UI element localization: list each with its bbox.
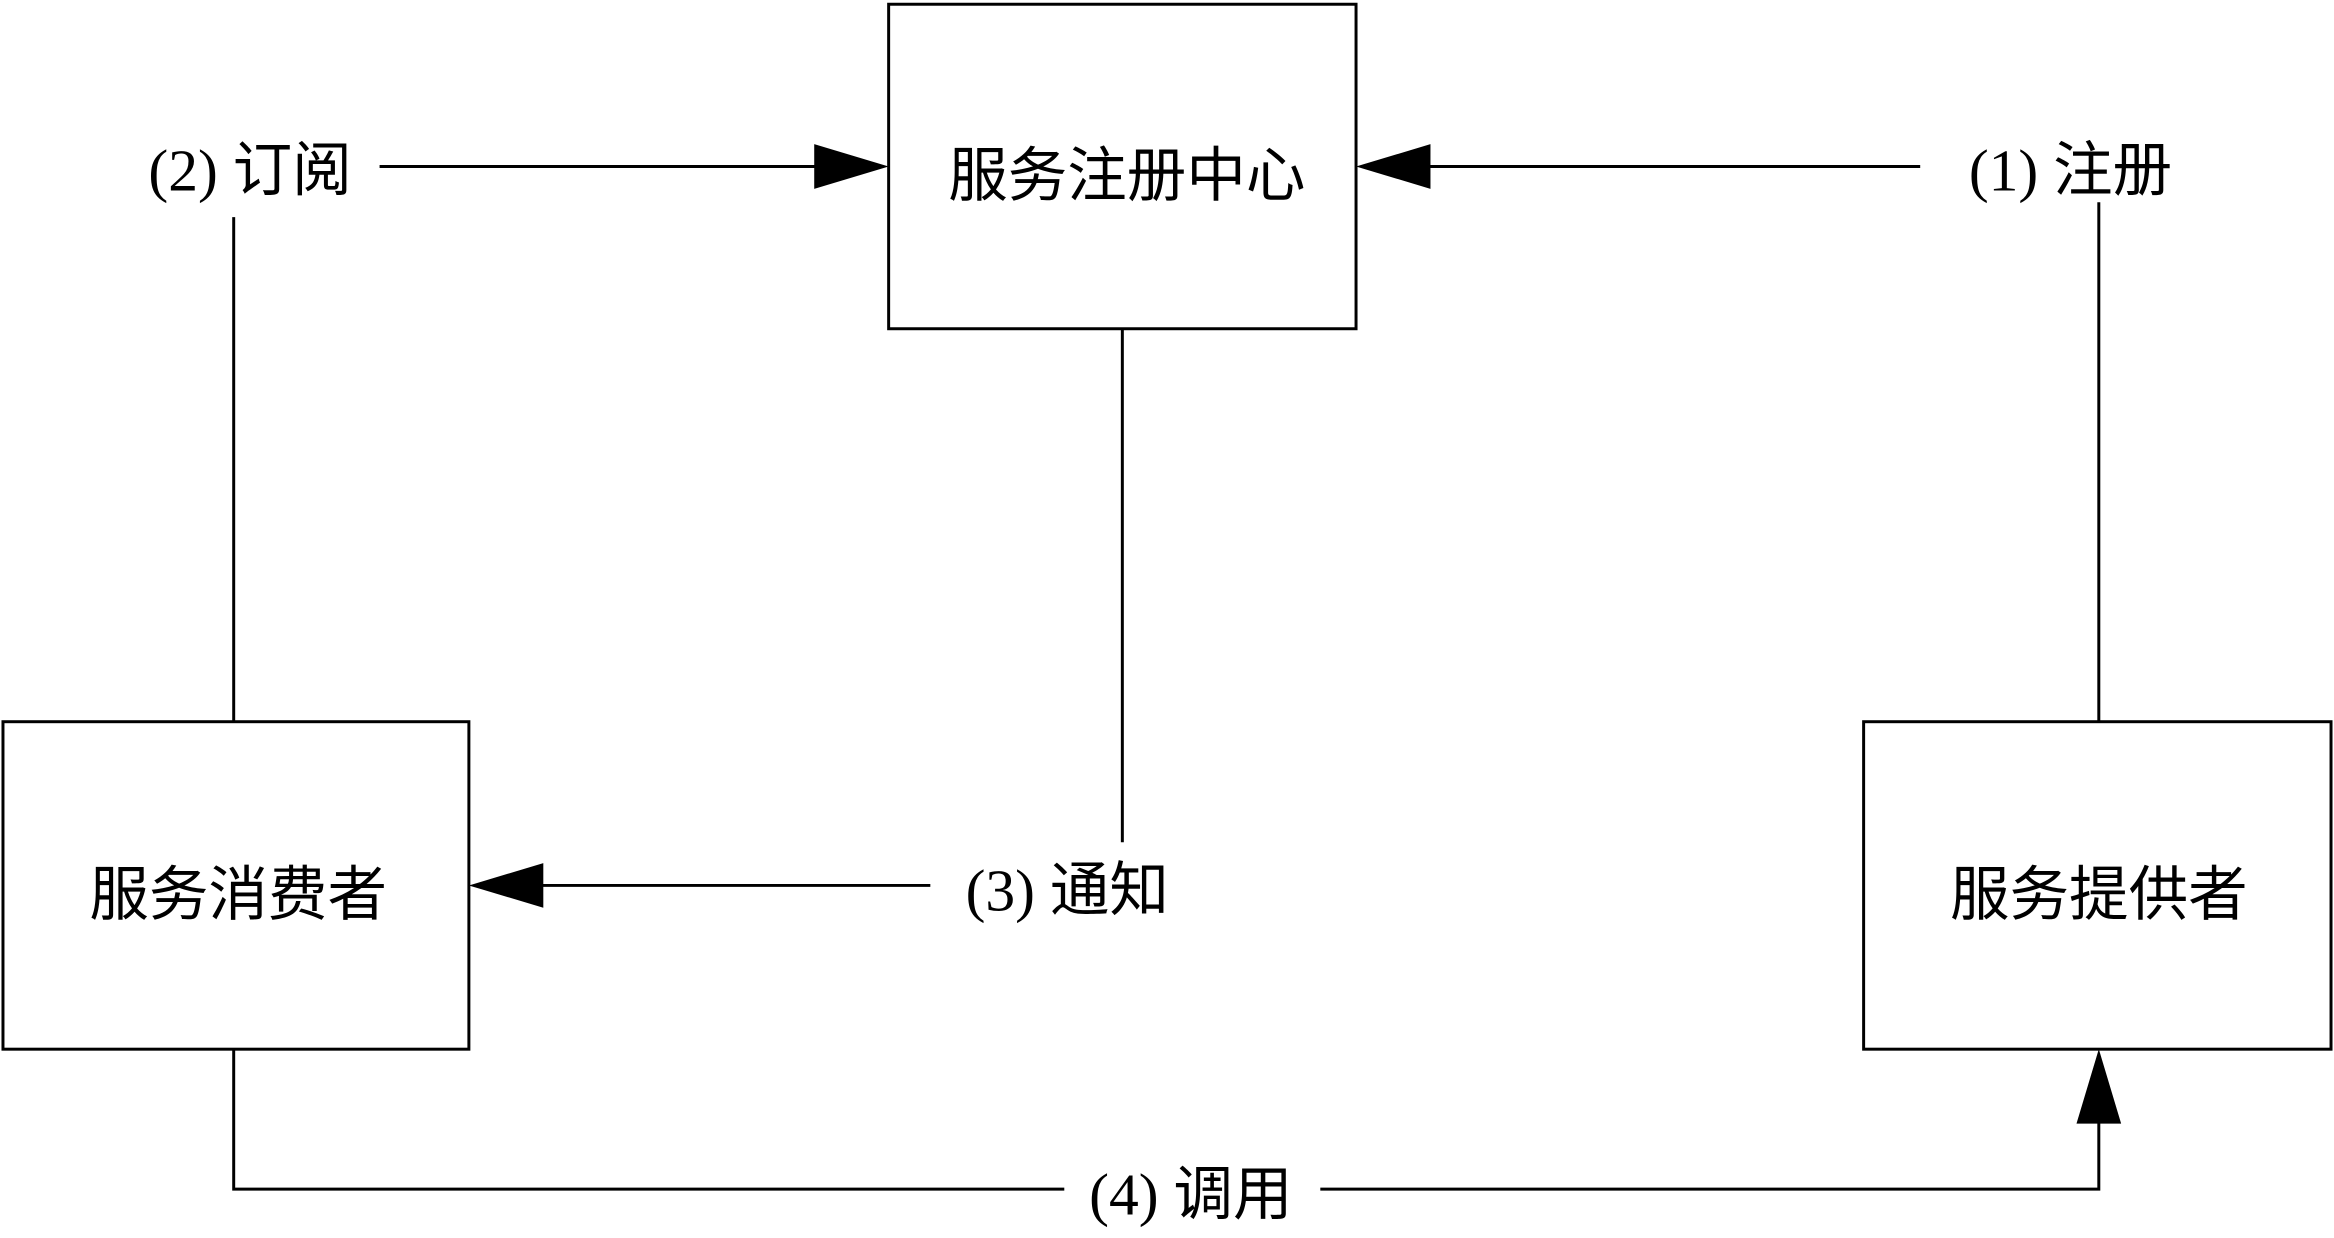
arrowhead-icon <box>1356 144 1431 189</box>
provider-node: 服务提供者 <box>1862 720 2333 1051</box>
arrowhead-icon <box>814 144 889 189</box>
subscribe-edge: (2) 订阅 <box>148 137 889 722</box>
notify-edge: (3) 通知 <box>468 328 1169 924</box>
provider-label: 服务提供者 <box>1950 862 2248 928</box>
consumer-node: 服务消费者 <box>1 720 471 1051</box>
register-edge: (1) 注册 <box>1356 137 2172 722</box>
consumer-label: 服务消费者 <box>89 862 387 928</box>
registry-node: 服务注册中心 <box>887 2 1358 331</box>
arrowhead-icon <box>468 863 544 908</box>
invoke-label: (4) 调用 <box>1089 1161 1292 1227</box>
notify-label: (3) 通知 <box>966 858 1169 924</box>
registry-label: 服务注册中心 <box>948 143 1305 209</box>
invoke-edge: (4) 调用 <box>232 1049 2122 1227</box>
register-label: (1) 注册 <box>1969 137 2172 203</box>
arrowhead-icon <box>2076 1049 2122 1124</box>
subscribe-label: (2) 订阅 <box>148 137 351 203</box>
